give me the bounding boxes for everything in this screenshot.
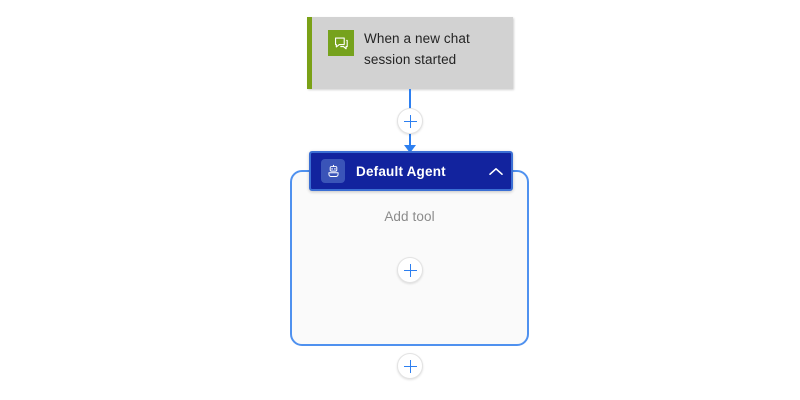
connector-arrowhead-icon xyxy=(404,145,416,153)
trigger-node-new-chat-session[interactable]: When a new chat session started xyxy=(307,17,513,89)
agent-node-default-agent[interactable]: Default Agent xyxy=(309,151,513,191)
trigger-node-label: When a new chat session started xyxy=(364,31,470,67)
chevron-up-icon[interactable] xyxy=(481,153,511,189)
chat-bubble-icon xyxy=(328,30,354,56)
trigger-accent-bar xyxy=(307,17,312,89)
add-step-button-top[interactable] xyxy=(397,108,423,134)
plus-icon xyxy=(403,359,417,373)
add-tool-button[interactable] xyxy=(397,257,423,283)
agent-node-title: Default Agent xyxy=(356,163,446,179)
plus-icon xyxy=(403,114,417,128)
add-step-button-bottom[interactable] xyxy=(397,353,423,379)
add-tool-label: Add tool xyxy=(384,209,435,224)
plus-icon xyxy=(403,263,417,277)
robot-icon xyxy=(321,159,345,183)
